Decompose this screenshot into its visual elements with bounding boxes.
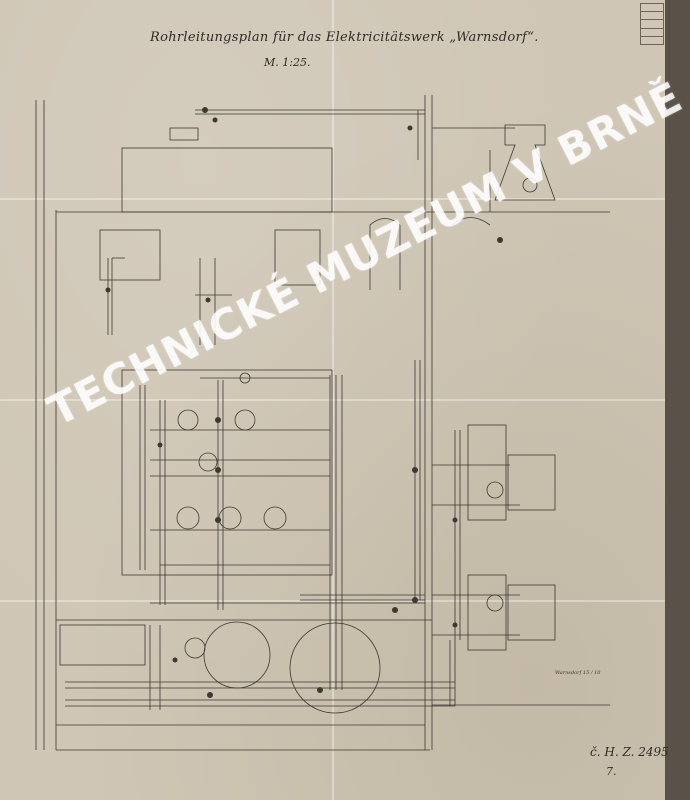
archive-stamp xyxy=(640,3,664,45)
drawing-scale: M. 1:25. xyxy=(264,56,311,69)
catalog-suffix: 7. xyxy=(606,765,617,778)
fold-line xyxy=(332,0,334,800)
fold-line xyxy=(0,399,665,401)
pipe-plan-drawing xyxy=(35,95,610,751)
fold-line xyxy=(0,198,665,200)
catalog-number: č. H. Z. 2495 xyxy=(590,745,669,759)
fold-line xyxy=(0,600,665,602)
drawing-title: Rohrleitungsplan für das Elektricitätswe… xyxy=(150,30,539,45)
signature-note: Warnsdorf 15 / 10 xyxy=(555,670,601,676)
